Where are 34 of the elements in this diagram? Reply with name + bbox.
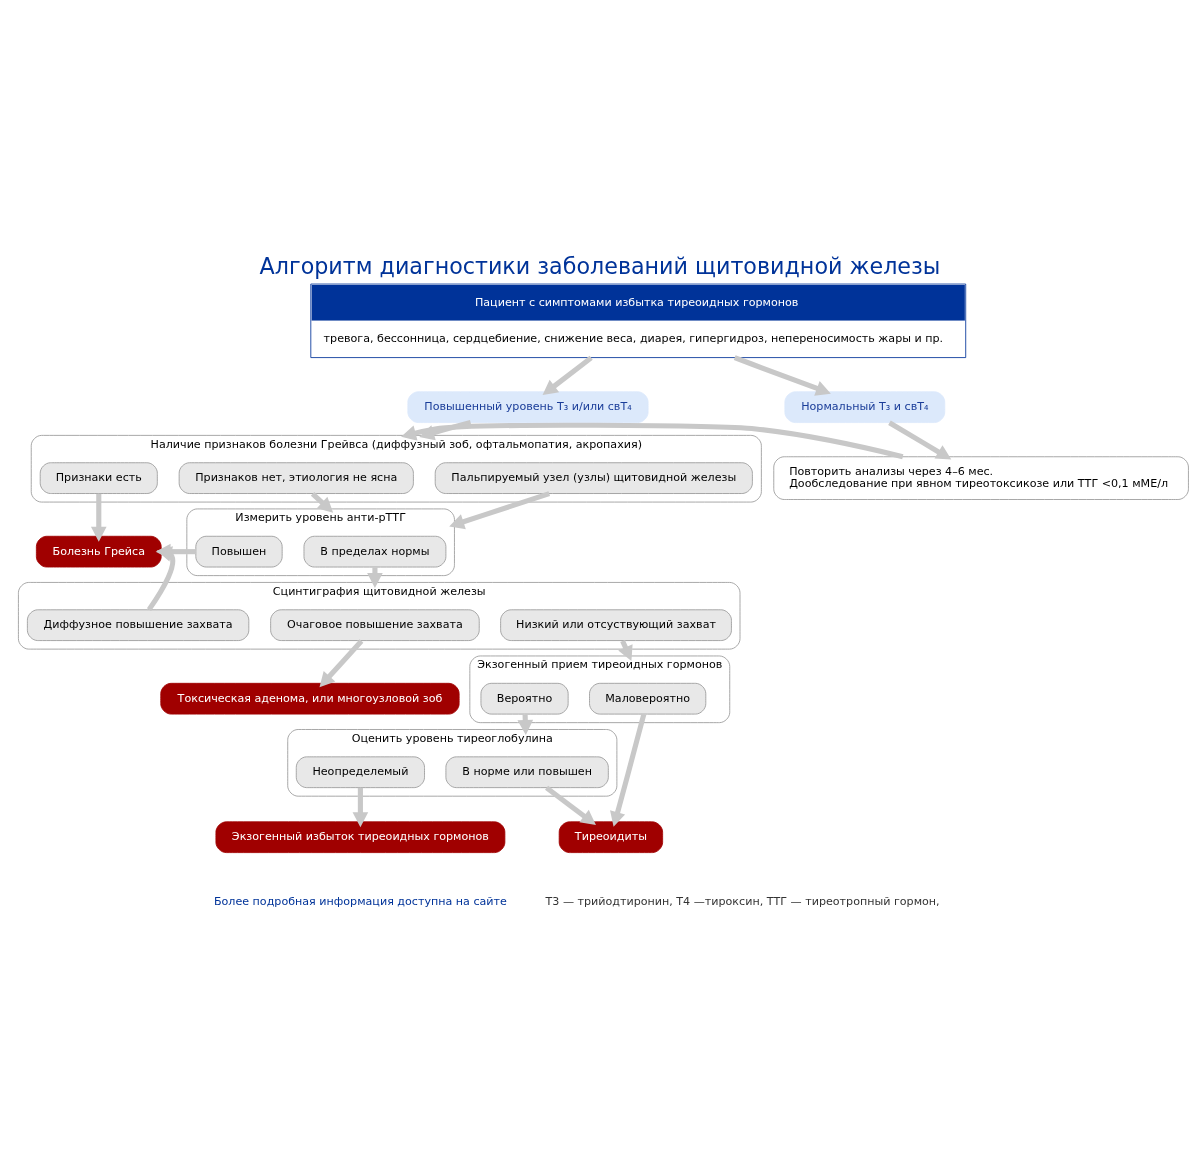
- node-box: Пальпируемый узел (узлы) щитовидной железы: [434, 462, 753, 494]
- node-box: Экзогенный избыток тиреоидных гормонов: [215, 821, 506, 854]
- arrow: [610, 713, 647, 827]
- arrow: [352, 787, 369, 828]
- arrow: [319, 639, 364, 688]
- node-box: Повторить анализы через 4–6 мес. Дообследование при явном тиреотоксикозе или ТТГ <0,1 мМЕ/л: [773, 456, 1189, 500]
- node-box: Признаки есть: [39, 462, 158, 494]
- arrow: [90, 493, 107, 542]
- label: Т3 — трийодтиронин, Т4 —тироксин, ТТГ — тиреотропный гормон,: [545, 895, 940, 909]
- node-box: Повышенный уровень Т₃ и/или свТ₄: [407, 391, 649, 423]
- arrow: [542, 355, 593, 396]
- node-box: Токсическая аденома, или многоузловой зоб: [160, 682, 460, 715]
- arrow: [888, 420, 952, 460]
- node-box: Низкий или отсуствующий захват: [500, 609, 732, 641]
- node-box: Маловероятно: [589, 682, 707, 715]
- arrow: [401, 422, 904, 460]
- arrow: [419, 420, 472, 441]
- diagram-title: Алгоритм диагностики заболеваний щитовидной железы: [259, 252, 941, 279]
- node-box: Признаков нет, этиология не ясна: [178, 462, 414, 494]
- node-box: Нормальный Т₃ и свТ₄: [784, 391, 946, 423]
- node-box: Тиреоидиты: [558, 821, 664, 854]
- node-box: Очаговое повышение захвата: [270, 609, 480, 641]
- node-box: В пределах нормы: [303, 535, 447, 568]
- node-box: Диффузное повышение захвата: [26, 609, 250, 641]
- node-box: В норме или повышен: [445, 756, 609, 789]
- arrow: [146, 546, 176, 612]
- node-box: Неопределемый: [295, 756, 425, 789]
- node-box: Болезнь Грейса: [35, 535, 162, 568]
- arrow: [545, 785, 596, 826]
- arrow: [733, 355, 831, 396]
- label: Более подробная информация доступна на сайте: [213, 895, 507, 909]
- arrow: [449, 491, 551, 530]
- node-box: Повышен: [195, 535, 283, 568]
- node-box: Вероятно: [480, 682, 569, 715]
